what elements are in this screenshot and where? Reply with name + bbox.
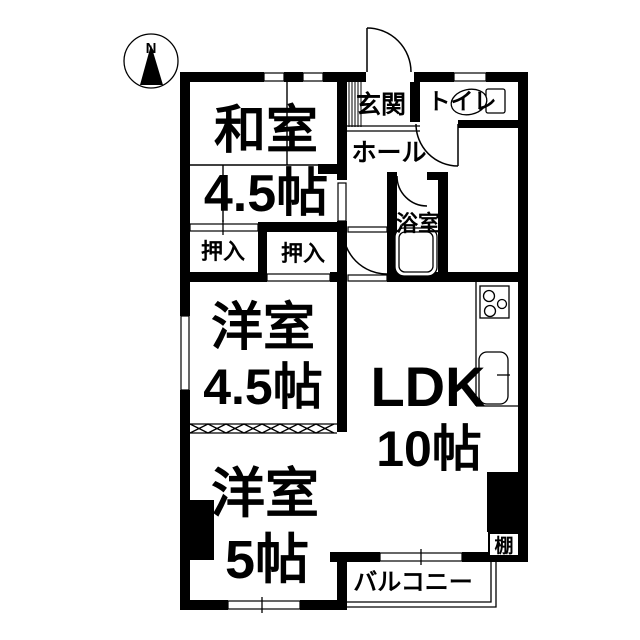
window (263, 72, 285, 82)
threshold (347, 274, 388, 282)
room-labels: 和室 4.5帖 玄関 トイレ ホール 浴室 押入 押入 洋室 4.5帖 LDK … (201, 88, 520, 596)
bath-label: 浴室 (396, 211, 440, 236)
doors (342, 27, 459, 275)
closet-left-label: 押入 (201, 239, 245, 264)
toilet-door-arc (415, 123, 459, 167)
ldk-size: 10帖 (376, 421, 482, 477)
windows (180, 72, 487, 613)
toilet-label: トイレ (428, 88, 497, 114)
pillar (186, 500, 214, 560)
sliding-doors (189, 125, 420, 282)
youshitsu45-label: 洋室 (211, 299, 315, 357)
youshitsu5-size: 5帖 (225, 530, 309, 590)
window (227, 600, 301, 610)
fusuma (189, 223, 259, 232)
fusuma (266, 273, 331, 282)
window (453, 72, 487, 82)
ldk-label: LDK (370, 355, 485, 418)
balcony-outline (339, 562, 497, 608)
north-compass-icon: N (123, 33, 179, 89)
stove-icon (479, 285, 510, 319)
window (302, 72, 324, 82)
shelf-label-box: 棚 (488, 532, 520, 557)
hall-label: ホール (351, 139, 426, 167)
threshold (347, 226, 388, 233)
fusuma (337, 182, 347, 222)
washitsu-label: 和室 (214, 102, 318, 160)
tatami-lines (190, 82, 318, 222)
kitchen-counter (475, 282, 518, 407)
genkan-hatch (348, 82, 362, 127)
entrance-door-arc (366, 27, 412, 73)
toilet-icon (450, 88, 506, 116)
washitsu-size: 4.5帖 (204, 165, 328, 223)
sink-icon (478, 351, 510, 405)
window (180, 315, 190, 391)
compass-north-label: N (146, 40, 157, 57)
closet-right-label: 押入 (281, 241, 325, 266)
ldk-door-arc (342, 229, 388, 275)
bath-door-arc (396, 175, 428, 207)
bathtub-icon (394, 227, 438, 277)
accordion-partition (189, 423, 337, 434)
balcony-label: バルコニー (353, 569, 473, 596)
shelf-label: 棚 (494, 534, 513, 557)
youshitsu45-size: 4.5帖 (203, 359, 323, 415)
wall-stub (318, 164, 347, 174)
interior-walls (180, 82, 518, 532)
shelf-block (487, 472, 518, 532)
outer-walls (180, 72, 528, 610)
genkan-label: 玄関 (356, 90, 406, 119)
youshitsu5-label: 洋室 (211, 464, 319, 524)
